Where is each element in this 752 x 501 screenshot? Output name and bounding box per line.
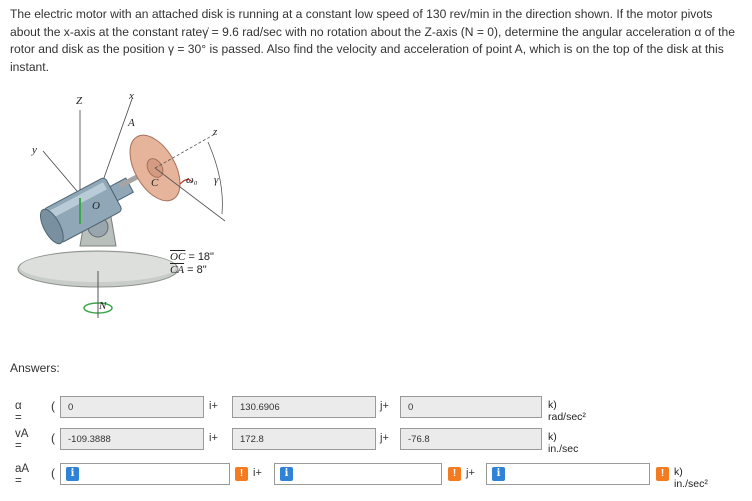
z-axis-label: Z (76, 95, 83, 107)
motor-diagram (17, 98, 226, 318)
alpha-j-field[interactable]: 130.6906 (232, 396, 376, 418)
va-j-field[interactable]: 172.8 (232, 428, 376, 450)
alpha-k-field[interactable]: 0 (400, 396, 542, 418)
j-hat: j+ (380, 400, 389, 412)
va-unit: k) in./sec (548, 431, 579, 455)
gamma-label: γ (214, 174, 219, 186)
answers-label: Answers: (10, 361, 60, 375)
info-icon[interactable]: i (66, 467, 79, 481)
info-icon[interactable]: i (280, 467, 293, 481)
n-label: N (99, 300, 107, 312)
warning-icon[interactable]: ! (235, 467, 248, 481)
i-hat: i+ (209, 432, 218, 444)
info-icon[interactable]: i (492, 467, 505, 481)
va-k-field[interactable]: -76.8 (400, 428, 542, 450)
warning-icon[interactable]: ! (448, 467, 461, 481)
aa-k-field[interactable] (486, 463, 650, 485)
motor-disk-figure: Z x A y z C O ω₀ γ N (10, 86, 250, 326)
oc-dimension: OC = 18" (170, 251, 214, 263)
alpha-unit: k) rad/sec² (548, 399, 586, 423)
body-z-axis-label: z (213, 126, 218, 138)
open-paren: ( (51, 399, 55, 413)
ca-dimension: CA = 8" (170, 264, 207, 276)
aa-symbol: aA = (15, 463, 29, 487)
alpha-i-field[interactable]: 0 (60, 396, 204, 418)
va-symbol: vA = (15, 428, 28, 452)
omega-label: ω₀ (186, 174, 198, 186)
j-hat: j+ (466, 467, 475, 479)
warning-icon[interactable]: ! (656, 467, 669, 481)
x-axis-label: x (129, 90, 134, 102)
point-a-label: A (128, 117, 135, 129)
y-axis-label: y (32, 144, 37, 156)
point-o-label: O (92, 200, 100, 212)
dimensions: OC = 18" CA = 8" (170, 251, 214, 277)
i-hat: i+ (253, 467, 262, 479)
aa-unit: k) in./sec² (674, 466, 708, 490)
open-paren: ( (51, 466, 55, 480)
aa-i-field[interactable] (60, 463, 230, 485)
problem-statement: The electric motor with an attached disk… (10, 7, 735, 74)
open-paren: ( (51, 431, 55, 445)
point-c-label: C (151, 177, 159, 189)
i-hat: i+ (209, 400, 218, 412)
va-i-field[interactable]: -109.3888 (60, 428, 204, 450)
j-hat: j+ (380, 432, 389, 444)
aa-j-field[interactable] (274, 463, 442, 485)
alpha-symbol: α = (15, 400, 22, 424)
